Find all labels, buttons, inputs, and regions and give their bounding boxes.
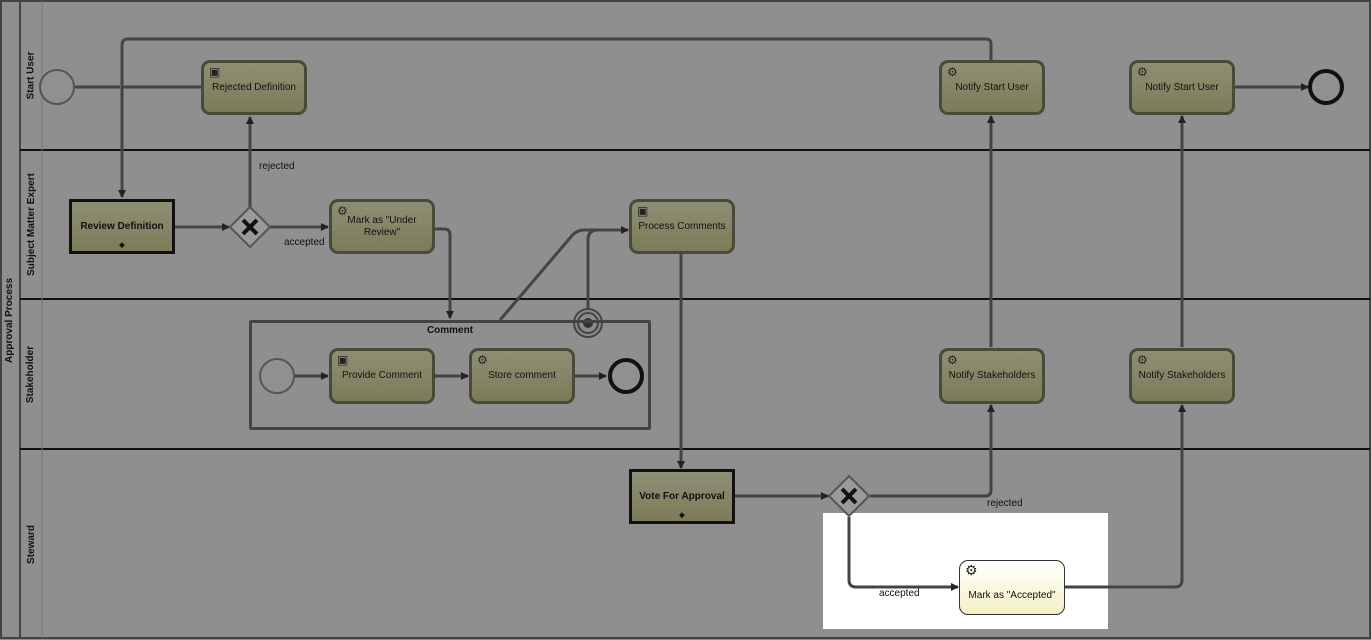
user-task-icon: ▣ [209, 65, 221, 79]
task-mark-accepted[interactable]: ⚙ Mark as "Accepted" [959, 560, 1065, 615]
task-notify-start-user[interactable]: ⚙ Notify Start User [939, 60, 1045, 115]
lane-label-subject-matter-expert: Subject Matter Expert [25, 173, 37, 276]
start-event [39, 69, 75, 105]
task-provide-comment[interactable]: ▣ Provide Comment [329, 348, 435, 404]
task-notify-stakeholders[interactable]: ⚙ Notify Stakeholders [1129, 348, 1235, 404]
gear-icon: ⚙ [947, 65, 958, 79]
lane-label-start-user: Start User [25, 51, 37, 99]
task-rejected-definition[interactable]: ▣ Rejected Definition [201, 60, 307, 115]
gear-icon: ⚙ [1137, 65, 1148, 79]
boundary-event-icon [573, 308, 603, 338]
gear-icon: ⚙ [1137, 353, 1148, 367]
sequence-flow [433, 227, 454, 319]
gear-icon: ⚙ [947, 353, 958, 367]
user-task-icon: ▣ [637, 204, 649, 218]
flow-label-rejected: rejected [987, 498, 1023, 509]
call-activity-marker: ◆ [119, 242, 125, 249]
gear-icon: ⚙ [477, 353, 488, 367]
gear-icon: ⚙ [337, 204, 348, 218]
pool-label: Approval Process [4, 277, 16, 363]
sequence-flow [118, 37, 993, 198]
sequence-flow [1065, 404, 1186, 589]
task-vote-for-approval[interactable]: Vote For Approval ◆ [629, 469, 735, 524]
flow-label-accepted: accepted [284, 237, 325, 248]
task-mark-under-review[interactable]: ⚙ Mark as "Under Review" [329, 199, 435, 254]
sequence-flow [586, 228, 599, 312]
end-event [1308, 69, 1344, 105]
lane-label-steward: Steward [25, 524, 37, 564]
gear-icon: ⚙ [965, 562, 978, 578]
task-process-comments[interactable]: ▣ Process Comments [629, 199, 735, 254]
task-notify-stakeholders[interactable]: ⚙ Notify Stakeholders [939, 348, 1045, 404]
comment-subprocess[interactable]: Comment [249, 320, 651, 430]
flow-label-rejected: rejected [259, 161, 295, 172]
subprocess-title: Comment [426, 325, 474, 336]
sequence-flow [847, 517, 959, 591]
sequence-flow [498, 226, 629, 321]
task-notify-start-user[interactable]: ⚙ Notify Start User [1129, 60, 1235, 115]
task-review-definition[interactable]: Review Definition ◆ [69, 199, 175, 254]
flow-label-accepted: accepted [879, 588, 920, 599]
sequence-flow [870, 404, 995, 498]
call-activity-marker: ◆ [679, 512, 685, 519]
lane-label-stakeholder: Stakeholder [25, 345, 37, 403]
exclusive-gateway-icon [228, 205, 272, 249]
exclusive-gateway-icon [827, 474, 871, 518]
task-store-comment[interactable]: ⚙ Store comment [469, 348, 575, 404]
user-task-icon: ▣ [337, 353, 349, 367]
